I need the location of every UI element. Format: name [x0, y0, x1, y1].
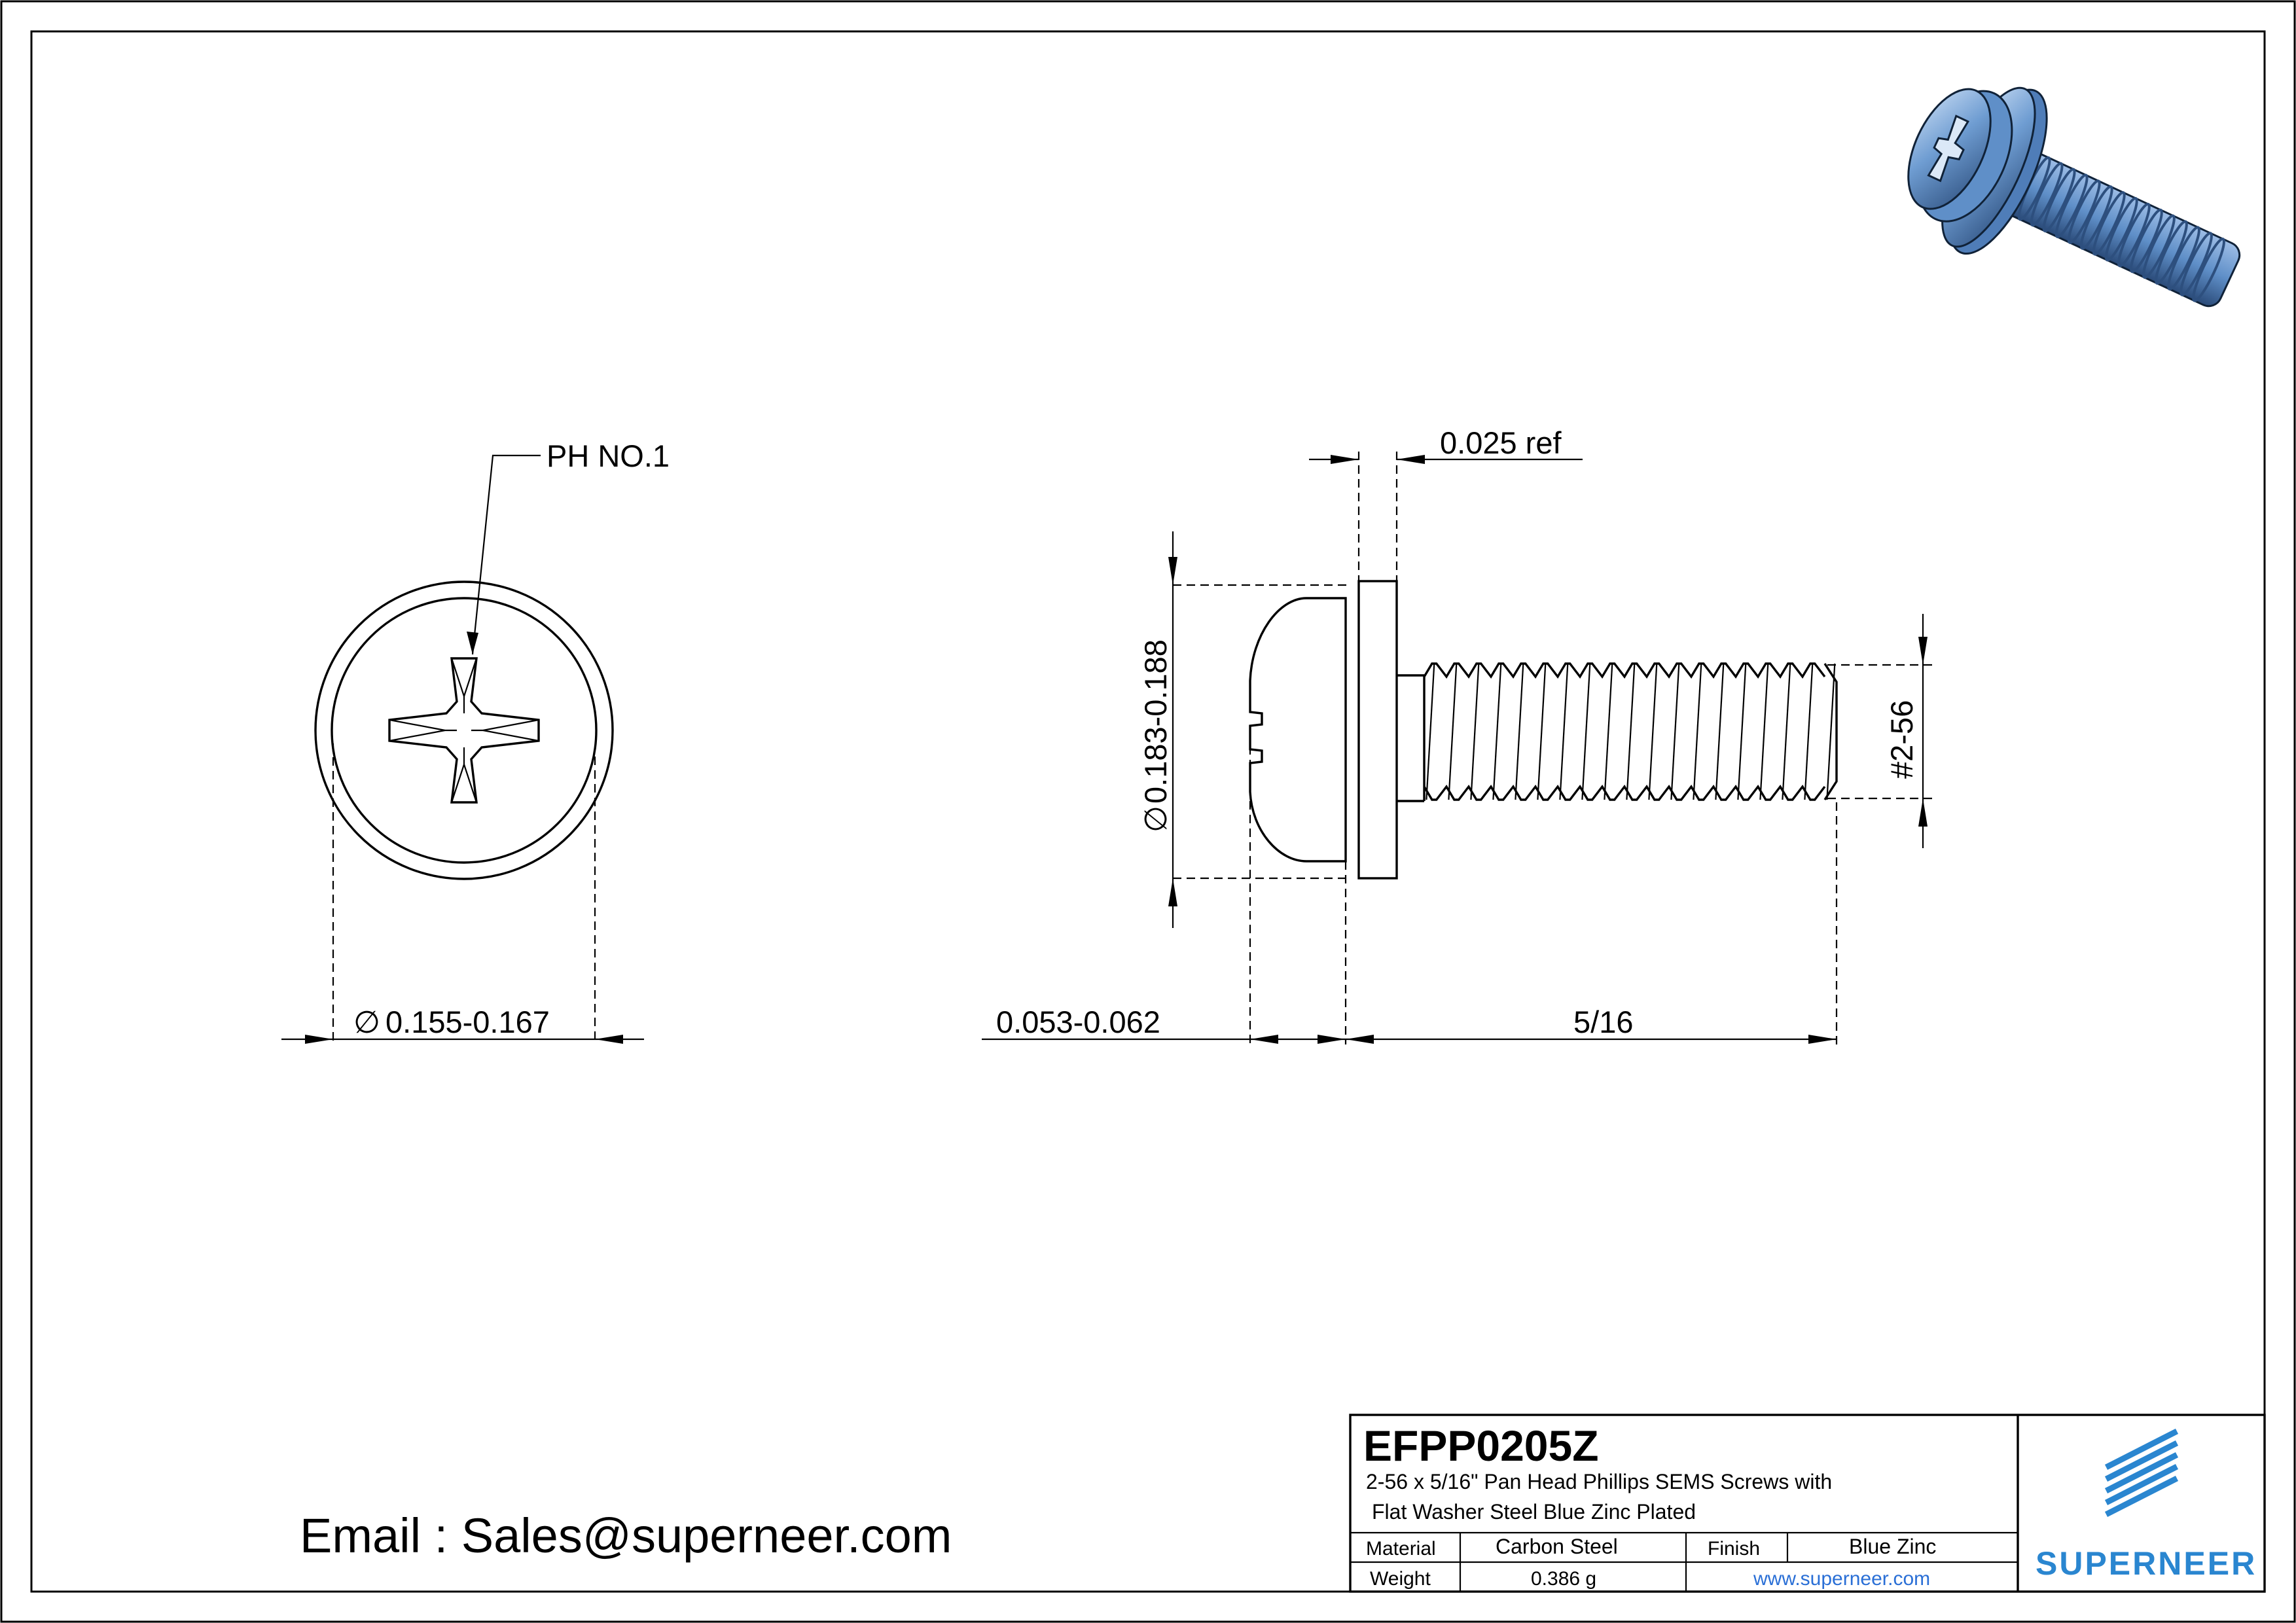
side-view: 0.025 ref ∅ 0.183-0.188 #2-56 0.053-0.06… [982, 425, 1932, 1044]
iso-thread-ring [2079, 185, 2113, 250]
part-number: EFPP0205Z [1363, 1421, 1599, 1470]
weight-label: Weight [1370, 1568, 1431, 1590]
front-diameter-label: 0.155-0.167 [386, 1005, 550, 1039]
iso-thread-ring [2192, 238, 2225, 302]
thread-flank-line [1604, 663, 1613, 800]
title-block: EFPP0205Z 2-56 x 5/16" Pan Head Phillips… [1349, 1414, 2266, 1593]
head-inner-circle [331, 597, 598, 864]
thread-flank-line [1626, 663, 1636, 800]
thread-flank-line [1648, 663, 1658, 800]
head-outer-circle [314, 580, 614, 880]
thread-flank-line [1581, 663, 1591, 800]
washer-thickness-label: 0.025 ref [1440, 425, 1562, 460]
thread-flank-line [1426, 663, 1435, 800]
thread-flank-line [1715, 663, 1725, 800]
thread-flank-line [1515, 663, 1524, 800]
iso-thread-ring [2129, 208, 2163, 274]
pan-head-profile [1249, 597, 1347, 863]
thread-chamfer [1823, 663, 1838, 800]
front-dia-symbol: ∅ [353, 1005, 380, 1039]
thread-flank-line [1670, 663, 1680, 800]
front-view: PH NO.1 ∅ 0.155-0.167 [281, 438, 670, 1044]
iso-thread-ring [2042, 168, 2076, 233]
screw-3d-icon [1907, 86, 2241, 308]
head-height-label: 0.053-0.062 [996, 1005, 1160, 1039]
iso-thread-ring [2117, 202, 2151, 268]
iso-thread-ring [2142, 214, 2176, 279]
thread-bottom-edge [1423, 784, 1826, 801]
iso-thread-ring [2092, 191, 2126, 256]
thread-flank-line [1693, 663, 1702, 800]
iso-thread-ring [2030, 162, 2064, 227]
thread-flank-line [1759, 663, 1769, 800]
thread-flank-line [1559, 663, 1569, 800]
callout-label: PH NO.1 [547, 438, 670, 473]
weight-value: 0.386 g [1531, 1568, 1596, 1590]
iso-thread-ring [2167, 226, 2200, 291]
email-line: Email : Sales@superneer.com [300, 1508, 952, 1563]
superneer-logo-icon [2104, 1428, 2179, 1518]
thread-size-label: #2-56 [1884, 700, 1919, 779]
thread-flank-line [1804, 663, 1814, 800]
iso-thread-ring [2067, 179, 2101, 244]
thread-profile [1423, 662, 1838, 801]
thread-flank-line [1492, 663, 1502, 800]
thread-flank-line [1537, 663, 1547, 800]
thread-top-edge [1423, 662, 1826, 679]
thread-flank-line [1737, 663, 1747, 800]
thread-flank-line [1470, 663, 1480, 800]
flat-washer [1357, 580, 1398, 880]
length-label: 5/16 [1573, 1005, 1633, 1039]
head-dia-symbol: ∅ [1138, 806, 1173, 832]
finish-label: Finish [1708, 1538, 1760, 1560]
material-value: Carbon Steel [1496, 1535, 1618, 1558]
head-diameter-label: 0.183-0.188 [1138, 639, 1173, 804]
thread-flank-line [1782, 663, 1791, 800]
finish-value: Blue Zinc [1849, 1535, 1936, 1558]
iso-thread-ring [2054, 173, 2089, 239]
material-label: Material [1366, 1538, 1436, 1560]
website-link[interactable]: www.superneer.com [1753, 1568, 1930, 1590]
iso-thread-ring [2155, 220, 2188, 285]
callout-leader [471, 454, 541, 655]
description-line1: 2-56 x 5/16" Pan Head Phillips SEMS Scre… [1366, 1470, 1832, 1493]
thread-flank-line [1448, 663, 1458, 800]
iso-thread-ring [2104, 196, 2138, 262]
iso-thread-ring [2179, 232, 2213, 296]
phillips-recess-icon [388, 657, 540, 804]
description-line2: Flat Washer Steel Blue Zinc Plated [1372, 1500, 1696, 1524]
thread-flank-line [1826, 663, 1836, 800]
brand-name: SUPERNEER [2036, 1545, 2257, 1582]
sheet-inner-border [30, 30, 2266, 1593]
